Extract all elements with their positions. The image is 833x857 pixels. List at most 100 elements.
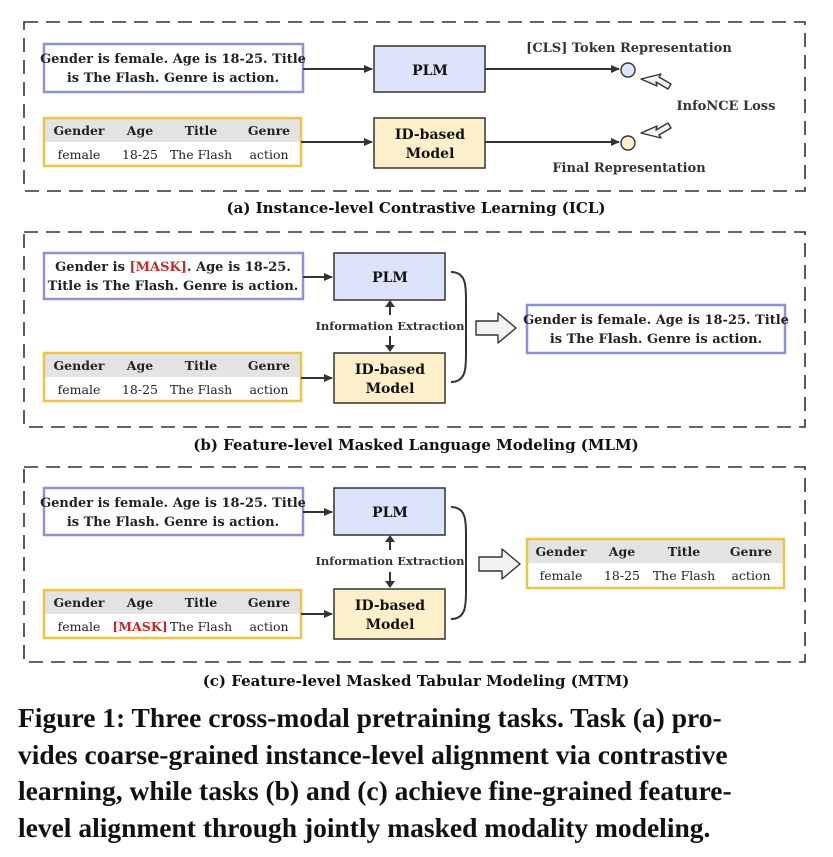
panel-c-text-input: Gender is female. Age is 18-25. Title is… bbox=[40, 486, 306, 537]
panel-c-table-input: Gender Age Title Genre female [MASK] The… bbox=[42, 588, 303, 640]
id-model-label: Model bbox=[366, 617, 415, 633]
output-text-box bbox=[525, 303, 787, 355]
text-input-line: Title is The Flash. Genre is action. bbox=[48, 279, 299, 294]
table-cell: female bbox=[58, 147, 101, 162]
hollow-arrow-to-output bbox=[475, 312, 517, 344]
table-header-cell: Gender bbox=[536, 544, 587, 559]
table-header-cell: Title bbox=[185, 123, 218, 138]
panel-a-text-input: Gender is female. Age is 18-25. Title is… bbox=[40, 42, 306, 94]
table-cell: 18-25 bbox=[604, 568, 640, 583]
plm-block: PLM bbox=[373, 45, 486, 93]
plm-label: PLM bbox=[412, 63, 448, 79]
text-input-line: is The Flash. Genre is action. bbox=[67, 71, 279, 86]
text-input-line: Gender is female. Age is 18-25. Title bbox=[40, 496, 306, 511]
hollow-arrow-cls-to-loss bbox=[640, 73, 672, 90]
reconstructed-text-output: Gender is female. Age is 18-25. Title is… bbox=[523, 303, 789, 355]
plm-block: PLM bbox=[333, 487, 446, 536]
id-model-label: ID-based bbox=[355, 362, 425, 378]
table-header-row bbox=[44, 118, 301, 142]
table-cell: 18-25 bbox=[122, 147, 158, 162]
table-header-cell: Gender bbox=[54, 123, 105, 138]
panel-a-table-input: Gender Age Title Genre female 18-25 The … bbox=[42, 116, 303, 168]
table-cell: The Flash bbox=[170, 382, 232, 397]
infonce-loss-label: InfoNCE Loss bbox=[677, 99, 776, 114]
cls-representation-label: [CLS] Token Representation bbox=[526, 41, 732, 56]
id-model-block: ID-based Model bbox=[333, 352, 446, 404]
table-header-cell: Genre bbox=[248, 358, 290, 373]
figure-caption-line: Figure 1: Three cross-modal pretraining … bbox=[18, 702, 722, 733]
information-extraction-connector bbox=[385, 535, 395, 588]
table-header-row bbox=[44, 353, 301, 377]
table-cell: The Flash bbox=[170, 147, 232, 162]
hollow-arrow-final-to-loss bbox=[640, 122, 672, 139]
table-header-cell: Age bbox=[126, 358, 153, 373]
table-cell: female bbox=[540, 568, 583, 583]
panel-b: Gender is [MASK]. Age is 18-25. Title is… bbox=[23, 231, 806, 454]
information-extraction-label: Information Extraction bbox=[316, 319, 466, 333]
figure-caption-line: level alignment through jointly masked m… bbox=[18, 811, 711, 843]
masked-text-line: Gender is [MASK]. Age is 18-25. bbox=[55, 260, 291, 275]
id-model-label: Model bbox=[406, 146, 455, 162]
panel-b-frame bbox=[23, 231, 806, 428]
output-text-line: is The Flash. Genre is action. bbox=[550, 332, 762, 347]
table-cell: The Flash bbox=[170, 619, 232, 634]
text-input-line: Gender is female. Age is 18-25. Title bbox=[40, 52, 306, 67]
mask-token: [MASK] bbox=[129, 260, 186, 275]
cls-representation-node bbox=[620, 62, 636, 78]
panel-a-frame bbox=[23, 21, 806, 192]
panel-a-caption: (a) Instance-level Contrastive Learning … bbox=[227, 199, 606, 217]
table-header-cell: Genre bbox=[730, 544, 772, 559]
table-cell: action bbox=[249, 619, 288, 634]
reconstructed-table-output: Gender Age Title Genre female 18-25 The … bbox=[525, 537, 786, 590]
table-header-cell: Title bbox=[185, 595, 218, 610]
table-header-cell: Title bbox=[668, 544, 701, 559]
information-extraction-label: Information Extraction bbox=[316, 554, 466, 568]
hollow-arrow-to-output bbox=[478, 548, 521, 580]
panel-c: Gender is female. Age is 18-25. Title is… bbox=[23, 466, 806, 690]
table-cell: action bbox=[249, 382, 288, 397]
information-extraction-connector bbox=[385, 300, 395, 352]
mask-token-cell: [MASK] bbox=[112, 619, 167, 634]
plm-block: PLM bbox=[333, 252, 446, 301]
table-header-cell: Genre bbox=[248, 595, 290, 610]
table-header-cell: Age bbox=[126, 123, 153, 138]
final-representation-node bbox=[620, 135, 636, 151]
table-cell: female bbox=[58, 619, 101, 634]
merge-bracket bbox=[450, 506, 467, 620]
plm-label: PLM bbox=[372, 505, 408, 521]
table-header-cell: Gender bbox=[54, 358, 105, 373]
masked-text-prefix: Gender is bbox=[55, 260, 129, 275]
text-input-box bbox=[42, 42, 305, 94]
panel-c-caption: (c) Feature-level Masked Tabular Modelin… bbox=[203, 672, 630, 690]
merge-bracket bbox=[450, 271, 467, 383]
table-header-row bbox=[44, 590, 301, 614]
panel-b-table-input: Gender Age Title Genre female 18-25 The … bbox=[42, 351, 303, 403]
masked-text-suffix: . Age is 18-25. bbox=[187, 260, 291, 275]
panel-b-caption: (b) Feature-level Masked Language Modeli… bbox=[193, 436, 638, 454]
table-cell: action bbox=[249, 147, 288, 162]
text-input-box bbox=[42, 486, 305, 537]
id-model-block: ID-based Model bbox=[333, 588, 446, 640]
pretraining-diagram: Gender is female. Age is 18-25. Title is… bbox=[23, 21, 806, 690]
id-model-label: ID-based bbox=[355, 598, 425, 614]
plm-label: PLM bbox=[372, 270, 408, 286]
panel-a: Gender is female. Age is 18-25. Title is… bbox=[23, 21, 806, 217]
table-header-cell: Age bbox=[608, 544, 635, 559]
id-model-block: ID-based Model bbox=[373, 117, 486, 169]
table-header-cell: Gender bbox=[54, 595, 105, 610]
final-representation-label: Final Representation bbox=[552, 161, 706, 176]
table-frame bbox=[525, 537, 786, 590]
table-cell: 18-25 bbox=[122, 382, 158, 397]
table-header-row bbox=[527, 539, 784, 563]
id-model-label: ID-based bbox=[395, 127, 465, 143]
table-cell: The Flash bbox=[653, 568, 715, 583]
table-header-cell: Title bbox=[185, 358, 218, 373]
panel-b-text-input: Gender is [MASK]. Age is 18-25. Title is… bbox=[42, 251, 305, 301]
text-input-line: is The Flash. Genre is action. bbox=[67, 515, 279, 530]
figure-caption-line: vides coarse-grained instance-level alig… bbox=[18, 738, 728, 770]
output-text-line: Gender is female. Age is 18-25. Title bbox=[523, 313, 789, 328]
panel-c-frame bbox=[23, 466, 806, 663]
figure-caption-line: learning, while tasks (b) and (c) achiev… bbox=[18, 775, 732, 806]
table-header-cell: Genre bbox=[248, 123, 290, 138]
table-cell: action bbox=[731, 568, 770, 583]
